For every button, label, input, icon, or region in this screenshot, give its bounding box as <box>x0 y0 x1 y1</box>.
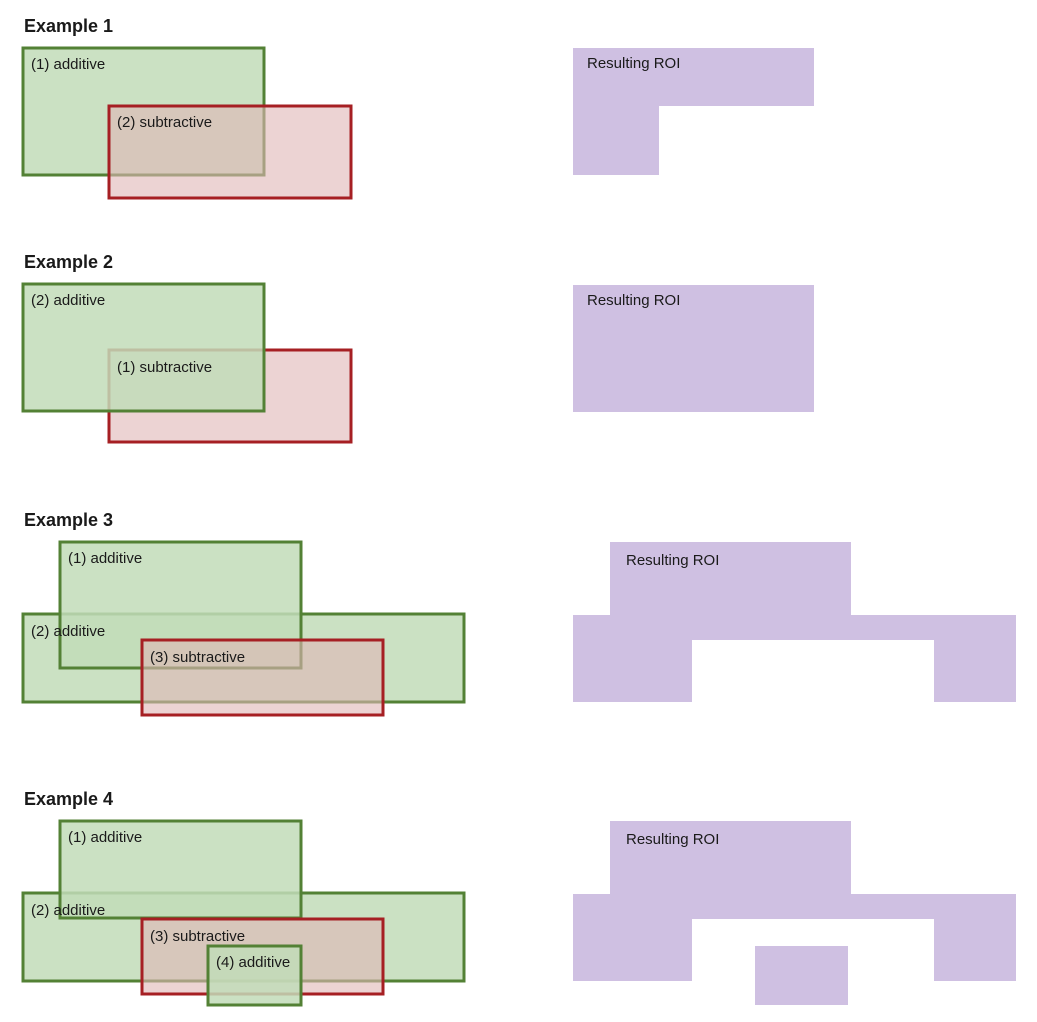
region-label: (3) subtractive <box>150 928 245 945</box>
resulting-roi-label: Resulting ROI <box>587 55 680 72</box>
region-label: (2) additive <box>31 623 105 640</box>
region-label: (3) subtractive <box>150 649 245 666</box>
resulting-roi-label: Resulting ROI <box>587 292 680 309</box>
example-title: Example 2 <box>24 252 113 272</box>
resulting-roi: Resulting ROI <box>573 48 814 175</box>
resulting-roi: Resulting ROI <box>573 821 1016 1005</box>
region-label: (4) additive <box>216 954 290 971</box>
region-label: (2) subtractive <box>117 114 212 131</box>
region-subtractive <box>140 638 385 717</box>
region-additive <box>21 282 266 413</box>
resulting-roi: Resulting ROI <box>573 285 814 412</box>
example-1: Example 1 (1) additive (2) subtractive R… <box>21 16 814 200</box>
region-additive <box>58 819 303 920</box>
region-subtractive <box>107 104 353 200</box>
resulting-roi: Resulting ROI <box>573 542 1016 702</box>
region-label: (1) additive <box>68 829 142 846</box>
example-3: Example 3 (1) additive (2) additive (3) … <box>21 510 1016 717</box>
region-label: (1) additive <box>68 550 142 567</box>
region-label: (1) additive <box>31 56 105 73</box>
resulting-roi-label: Resulting ROI <box>626 552 719 569</box>
example-title: Example 3 <box>24 510 113 530</box>
example-title: Example 4 <box>24 789 113 809</box>
region-label: (2) additive <box>31 902 105 919</box>
region-additive <box>206 944 303 1007</box>
region-label: (1) subtractive <box>117 359 212 376</box>
example-2: Example 2 (2) additive (1) subtractive R… <box>21 252 814 444</box>
example-title: Example 1 <box>24 16 113 36</box>
resulting-roi-label: Resulting ROI <box>626 831 719 848</box>
example-4: Example 4 (1) additive (2) additive (3) … <box>21 789 1016 1007</box>
region-label: (2) additive <box>31 292 105 309</box>
